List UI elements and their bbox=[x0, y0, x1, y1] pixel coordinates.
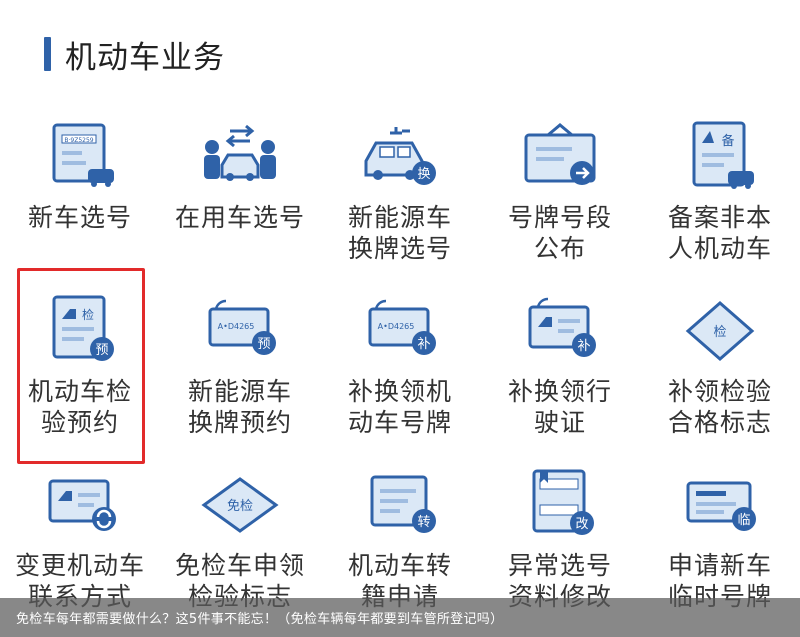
new-car-plate-icon: B·9Z5259 bbox=[35, 118, 125, 196]
svg-text:A•D4265: A•D4265 bbox=[378, 322, 415, 331]
tile-label: 补领检验 合格标志 bbox=[667, 377, 772, 437]
section-header: 机动车业务 bbox=[44, 34, 225, 76]
svg-text:补: 补 bbox=[577, 339, 590, 354]
exempt-mark-icon: 免检 bbox=[195, 466, 285, 544]
contact-change-icon bbox=[35, 466, 125, 544]
tile-ev-plate-number[interactable]: 换 新能源车 换牌选号 bbox=[325, 118, 475, 278]
inspection-reserve-icon: 检 预 bbox=[35, 292, 125, 370]
caption-bar: 免检车每年都需要做什么？这5件事不能忘！（免检车辆每年都要到车管所登记吗） bbox=[0, 598, 800, 637]
tile-plate-replace[interactable]: A•D4265 补 补换领机 动车号牌 bbox=[325, 292, 475, 452]
tile-label: 机动车检 验预约 bbox=[27, 377, 132, 437]
electric-car-swap-icon: 换 bbox=[355, 118, 445, 196]
tile-label: 新车选号 bbox=[27, 203, 132, 232]
svg-text:预: 预 bbox=[257, 337, 270, 352]
tile-label: 号牌号段 公布 bbox=[507, 203, 612, 263]
header-accent-bar bbox=[44, 37, 51, 71]
transfer-icon: 转 bbox=[355, 466, 445, 544]
tile-plate-range[interactable]: 号牌号段 公布 bbox=[485, 118, 635, 278]
tile-used-car-number[interactable]: 在用车选号 bbox=[165, 118, 315, 278]
people-car-swap-icon bbox=[195, 118, 285, 196]
plate-reserve-icon: A•D4265 预 bbox=[195, 292, 285, 370]
svg-text:临: 临 bbox=[737, 513, 750, 528]
tile-inspection-reserve[interactable]: 检 预 机动车检 验预约 bbox=[5, 292, 155, 452]
abnormal-edit-icon: 改 bbox=[515, 466, 605, 544]
record-card-icon: 备 bbox=[675, 118, 765, 196]
tile-new-car-number[interactable]: B·9Z5259 新车选号 bbox=[5, 118, 155, 278]
tile-transfer[interactable]: 转 机动车转 籍申请 bbox=[325, 466, 475, 626]
tile-label: 新能源车 换牌预约 bbox=[187, 377, 292, 437]
svg-text:B·9Z5259: B·9Z5259 bbox=[64, 137, 93, 144]
svg-text:备: 备 bbox=[721, 133, 734, 149]
tile-ev-plate-reserve[interactable]: A•D4265 预 新能源车 换牌预约 bbox=[165, 292, 315, 452]
tile-inspection-mark[interactable]: 检 补领检验 合格标志 bbox=[645, 292, 795, 452]
svg-text:改: 改 bbox=[575, 517, 588, 532]
svg-text:检: 检 bbox=[82, 307, 94, 322]
plate-replace-icon: A•D4265 补 bbox=[355, 292, 445, 370]
svg-text:换: 换 bbox=[417, 167, 430, 182]
inspection-mark-icon: 检 bbox=[675, 292, 765, 370]
caption-text: 免检车每年都需要做什么？这5件事不能忘！（免检车辆每年都要到车管所登记吗） bbox=[16, 612, 504, 627]
tile-label: 备案非本 人机动车 bbox=[667, 203, 772, 263]
tile-label: 新能源车 换牌选号 bbox=[347, 203, 452, 263]
license-replace-icon: 补 bbox=[515, 292, 605, 370]
tile-record-non-owner[interactable]: 备 备案非本 人机动车 bbox=[645, 118, 795, 278]
plate-announce-icon bbox=[515, 118, 605, 196]
tile-license-replace[interactable]: 补 补换领行 驶证 bbox=[485, 292, 635, 452]
section-title: 机动车业务 bbox=[65, 39, 225, 76]
svg-text:检: 检 bbox=[713, 325, 726, 340]
svg-text:免检: 免检 bbox=[227, 499, 253, 514]
svg-text:转: 转 bbox=[417, 515, 430, 530]
svg-text:A•D4265: A•D4265 bbox=[218, 322, 255, 331]
svg-text:补: 补 bbox=[417, 337, 430, 352]
svg-text:预: 预 bbox=[95, 343, 108, 358]
temp-plate-icon: 临 bbox=[675, 466, 765, 544]
tile-label: 补换领机 动车号牌 bbox=[347, 377, 452, 437]
tile-label: 补换领行 驶证 bbox=[507, 377, 612, 437]
tile-label: 在用车选号 bbox=[174, 203, 305, 232]
